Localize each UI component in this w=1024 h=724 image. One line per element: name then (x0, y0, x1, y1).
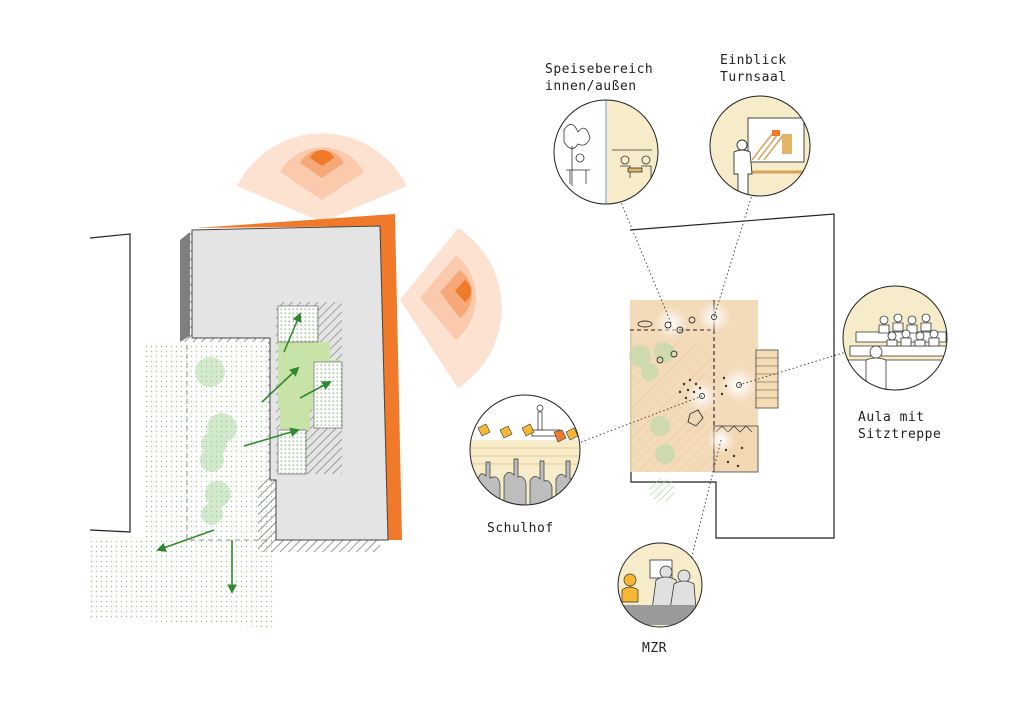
label-schulhof: Schulhof (487, 521, 554, 536)
vignette-speisebereich (553, 99, 659, 205)
courtyard-dotted-block-2 (313, 361, 343, 429)
courtyard-dotted-block-1 (277, 305, 319, 343)
sitztreppe (755, 349, 779, 409)
building-outline (629, 213, 835, 539)
open-space-dotted (90, 343, 275, 628)
vignette-schulhof (469, 394, 581, 506)
open-space-dashed-edge (186, 345, 272, 541)
vignette-einblick-turnsaal (709, 95, 811, 197)
label-speisebereich-line1: Speisebereich (545, 62, 654, 77)
label-aula-line1: Aula mit (858, 410, 925, 425)
left-site-plan (89, 133, 502, 628)
mzr-zigzag (715, 425, 753, 433)
people-dots (678, 376, 744, 468)
tree-circles (195, 357, 237, 525)
label-aula-line2: Sitztreppe (858, 427, 942, 442)
tree-circles-right (629, 342, 675, 464)
tree-hatched (649, 478, 675, 502)
label-mzr: MZR (642, 641, 667, 656)
leader-lines (575, 194, 847, 621)
vignette-aula (842, 285, 948, 391)
noise-fan-right (400, 228, 502, 388)
right-floor-plan (575, 194, 847, 621)
label-einblick-line2: Turnsaal (720, 70, 787, 85)
building-shadow-base (180, 232, 190, 342)
vignette-mzr (617, 542, 703, 628)
courtyard-dotted-block-3 (277, 429, 307, 475)
furniture-icons (637, 314, 742, 427)
facade-noise-edge (196, 214, 402, 540)
neighbour-building-outline (89, 233, 131, 533)
noise-fan-top (237, 133, 407, 222)
label-einblick-line1: Einblick (720, 53, 787, 68)
label-speisebereich-line2: innen/außen (545, 79, 637, 94)
movement-arrows (156, 312, 332, 594)
